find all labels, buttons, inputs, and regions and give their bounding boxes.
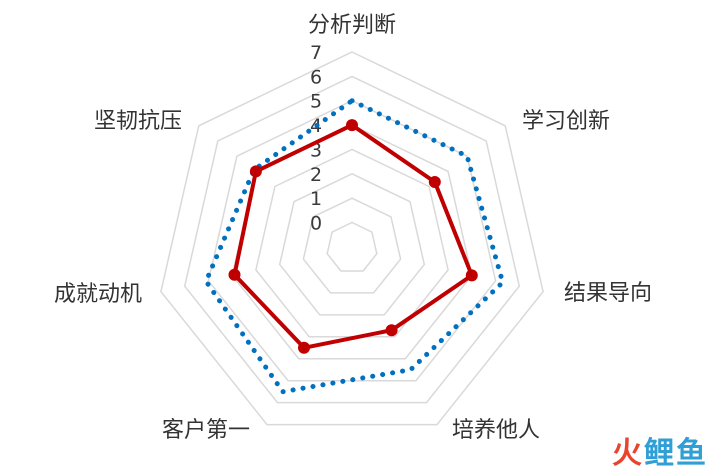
tick-label-0: 0 bbox=[310, 213, 322, 235]
category-label-2: 学习创新 bbox=[522, 109, 610, 134]
category-label-7: 坚韧抗压 bbox=[94, 109, 182, 134]
tick-label-2: 2 bbox=[310, 164, 322, 186]
series-1-point-2 bbox=[428, 176, 441, 188]
tick-label-1: 1 bbox=[310, 188, 322, 210]
grid-ring-6 bbox=[183, 75, 521, 404]
tick-label-5: 5 bbox=[310, 91, 322, 113]
grid-ring-1 bbox=[302, 197, 402, 294]
series-layer bbox=[203, 97, 506, 395]
category-label-4: 培养他人 bbox=[452, 418, 540, 443]
series-1-point-5 bbox=[298, 341, 310, 354]
grid-ring-2 bbox=[278, 172, 426, 316]
watermark-char-2: 鲤 bbox=[644, 436, 674, 471]
series-1-line bbox=[232, 123, 474, 350]
series-1-point-1 bbox=[346, 119, 358, 132]
grid-ring-0 bbox=[326, 221, 378, 272]
category-label-3: 结果导向 bbox=[564, 281, 652, 306]
category-label-1: 分析判断 bbox=[308, 13, 396, 38]
series-2-line bbox=[203, 97, 506, 395]
series-1-point-6 bbox=[228, 268, 241, 281]
watermark-char-3: 鱼 bbox=[676, 436, 706, 471]
category-label-6: 成就动机 bbox=[54, 282, 142, 307]
grid-ring-7 bbox=[160, 51, 544, 426]
tick-label-7: 7 bbox=[310, 42, 322, 64]
series-1-point-4 bbox=[385, 324, 398, 337]
series-1-point-3 bbox=[465, 269, 478, 282]
radar-grid bbox=[160, 51, 544, 426]
brand-watermark: 火 鲤 鱼 bbox=[612, 432, 706, 471]
watermark-char-1: 火 bbox=[612, 436, 642, 471]
category-label-5: 客户第一 bbox=[162, 418, 250, 443]
series-1-point-7 bbox=[249, 165, 262, 178]
tick-label-6: 6 bbox=[310, 66, 322, 88]
